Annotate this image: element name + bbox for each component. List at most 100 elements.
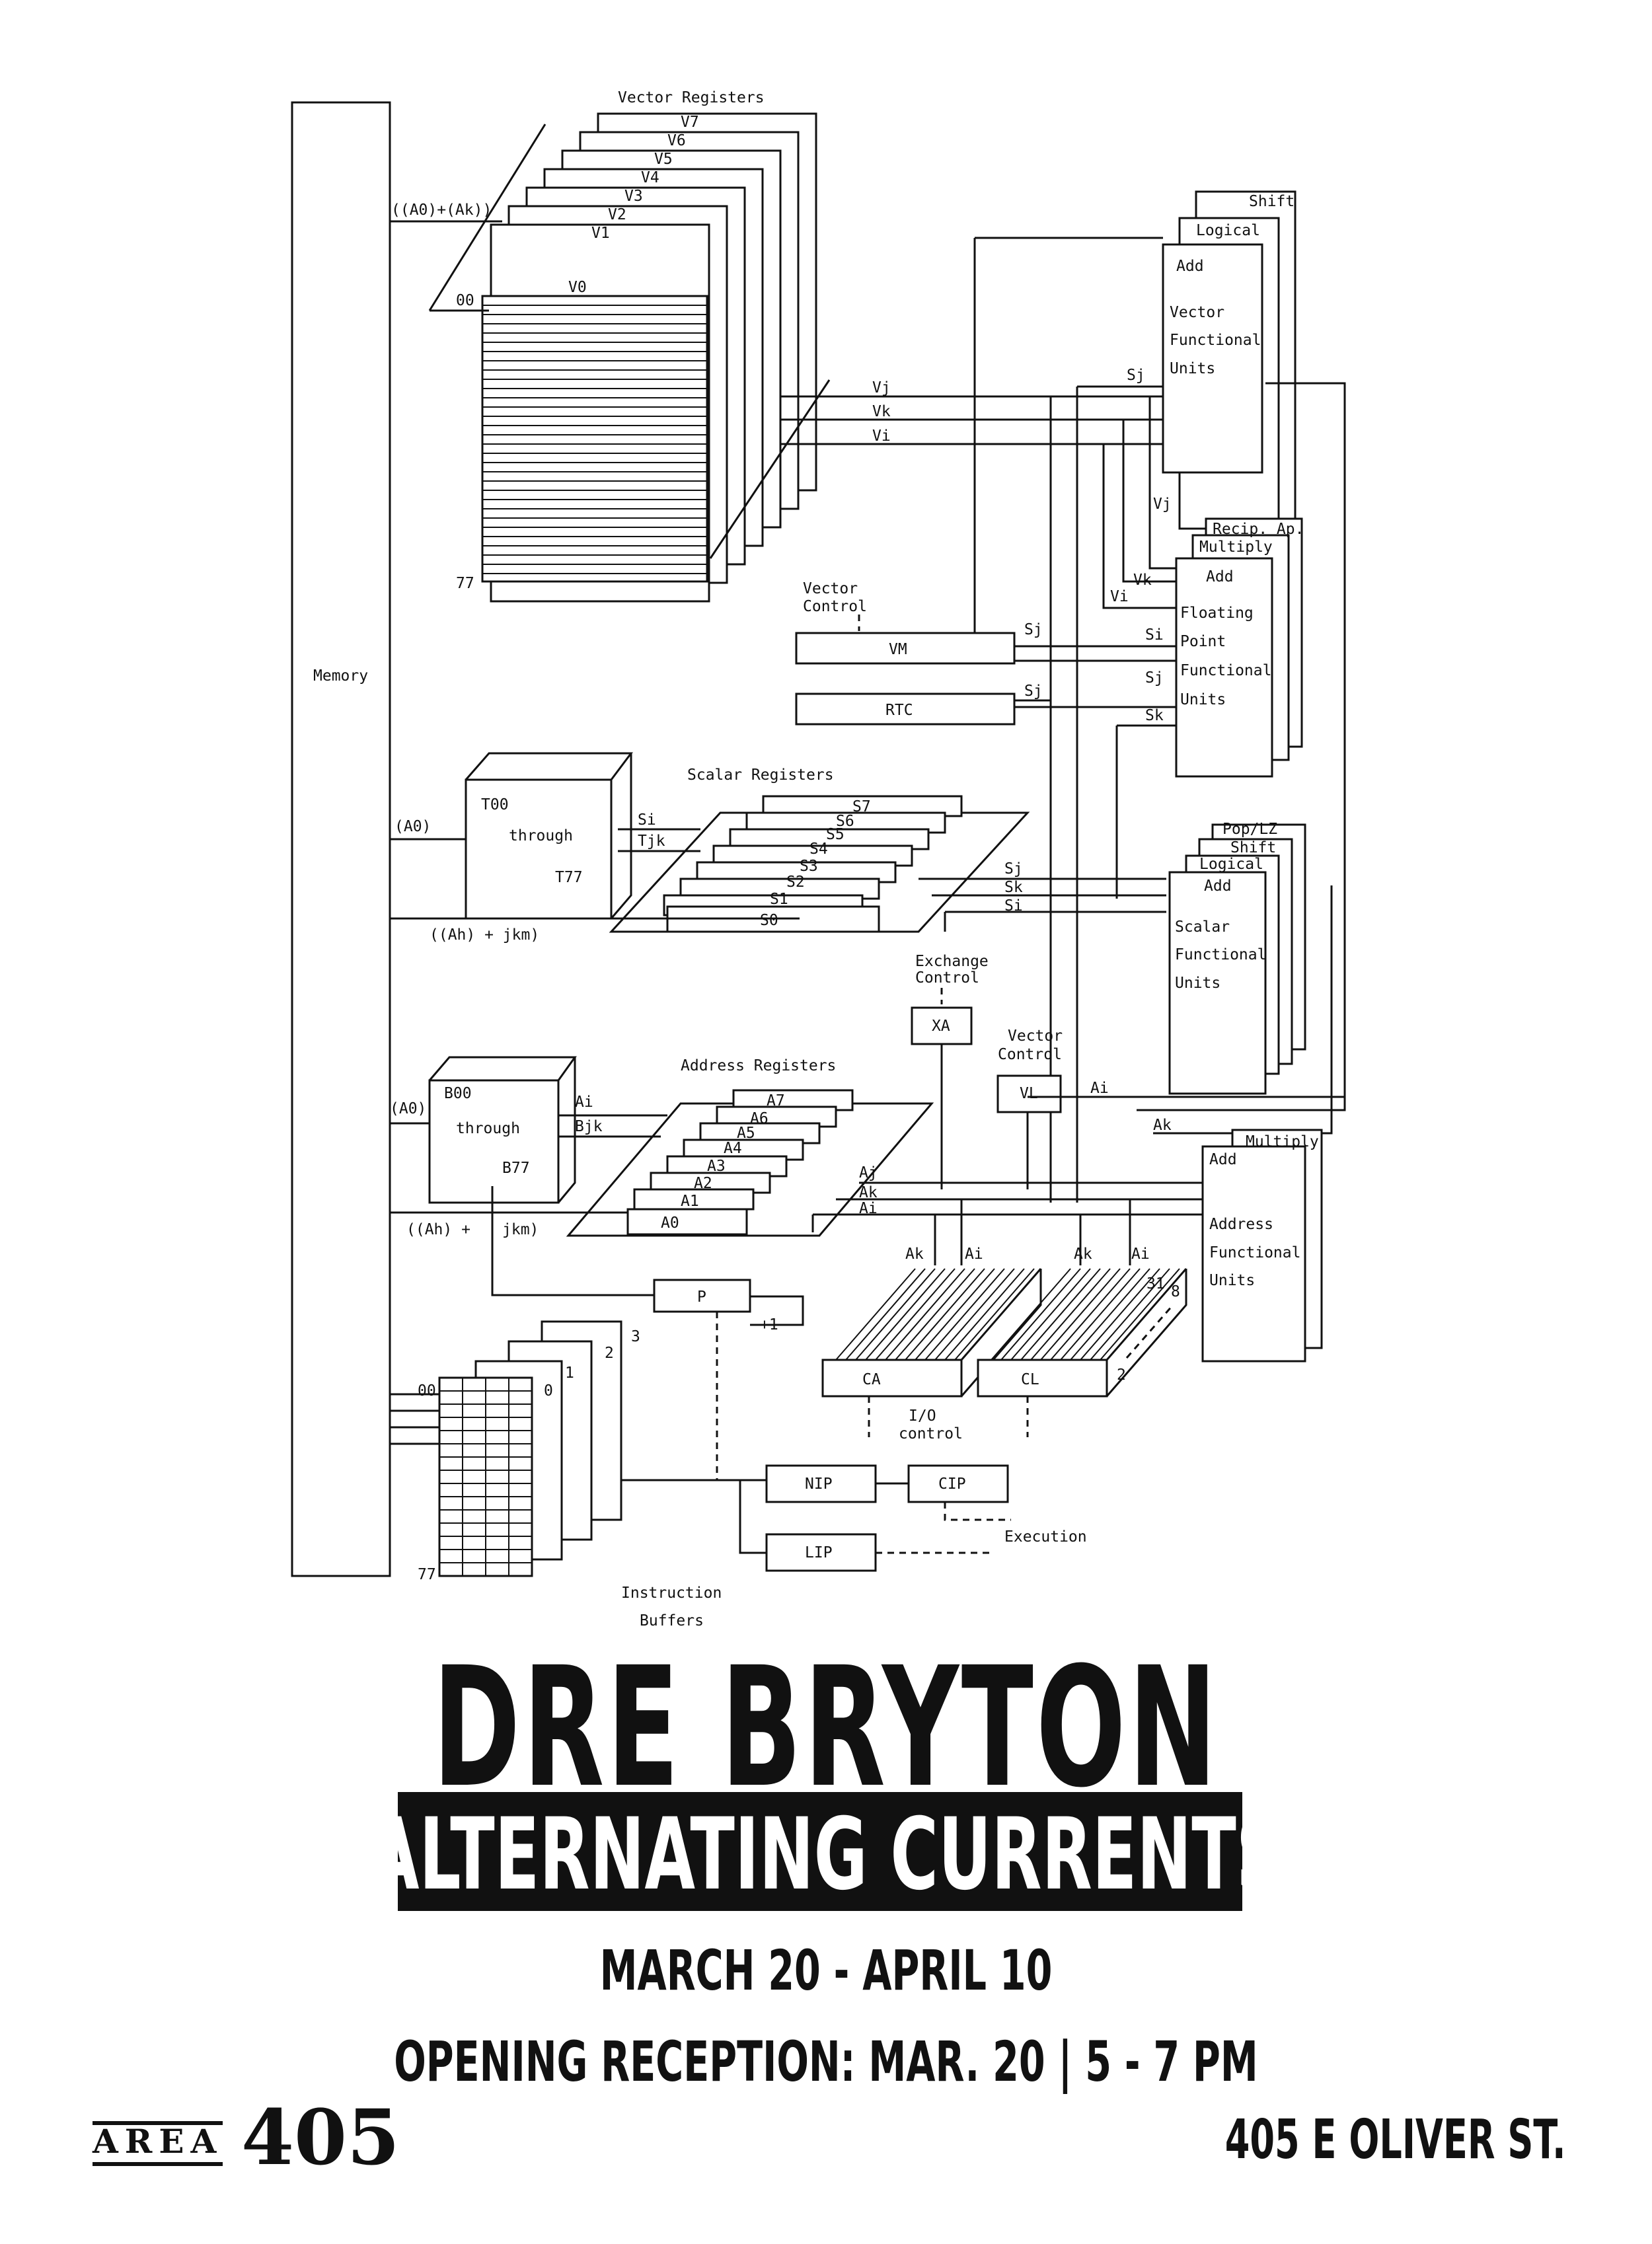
sig-ai: Ai — [859, 1200, 878, 1217]
p-feedback-bus — [491, 1186, 654, 1296]
venue-logo-word: AREA — [93, 2121, 223, 2166]
fpu-sk-bus — [1014, 699, 1176, 899]
memory-label: Memory — [313, 667, 368, 685]
system-diagram: Memory Vector Registers V7 V6 V5 V4 V3 V… — [291, 89, 1346, 1629]
sfu-body-3: Units — [1175, 975, 1220, 992]
sig-sj-rtc: Sj — [1024, 683, 1043, 700]
scalar-registers-title: Scalar Registers — [687, 767, 834, 784]
sig-sk-s: Sk — [1004, 879, 1023, 896]
vreg-v5: V5 — [654, 151, 673, 168]
buffer-2: 2 — [605, 1345, 614, 1362]
cl-channel-stack — [977, 1268, 1187, 1398]
rtc-label: RTC — [885, 702, 913, 719]
areg-a7: A7 — [767, 1092, 785, 1109]
fpu-recip: Recip. Ap. — [1213, 521, 1304, 538]
opening-reception: OPENING RECEPTION: MAR. 20 | 5 - 7 PM — [394, 2029, 1258, 2094]
sig-aj: Aj — [859, 1164, 878, 1181]
rtc-register — [795, 692, 1016, 726]
sig-ahjkm-s: ((Ah) + jkm) — [430, 926, 539, 944]
vector-control-label-1: Vector — [803, 580, 858, 597]
fpu-add: Add — [1206, 568, 1234, 585]
sreg-s2: S2 — [786, 874, 805, 891]
vreg-v4: V4 — [641, 169, 659, 186]
sig-bjk: Bjk — [575, 1118, 603, 1135]
sig-ai-b: Ai — [575, 1094, 593, 1111]
venue-logo-number: 405 — [241, 2093, 400, 2183]
execution-label: Execution — [1004, 1528, 1087, 1546]
sreg-s7: S7 — [852, 798, 871, 815]
sig-ahjkm-a1: ((Ah) + — [406, 1221, 470, 1238]
lip-register — [765, 1533, 877, 1572]
fpu-body-3: Functional — [1180, 662, 1271, 679]
channels-two: 2 — [1117, 1366, 1126, 1384]
buffer-first-index: 00 — [418, 1382, 436, 1400]
vm-register — [795, 632, 1016, 665]
afu-body-3: Units — [1209, 1272, 1255, 1289]
vector-control2-1: Vector — [1008, 1028, 1063, 1045]
ca-channel-stack — [821, 1268, 1042, 1398]
sfu-body-2: Functional — [1175, 946, 1266, 963]
vreg-address-label: ((A0)+(Ak)) — [391, 202, 492, 219]
instruction-buffers — [390, 1320, 622, 1577]
cip-register — [907, 1464, 1009, 1503]
b-block-2: through — [456, 1120, 520, 1137]
vector-functional-units — [1162, 190, 1296, 530]
sig-ak: Ak — [859, 1184, 878, 1201]
b-block-3: B77 — [502, 1160, 530, 1177]
exhibition-dates: MARCH 20 - APRIL 10 — [599, 1938, 1053, 2003]
channels-dash — [1125, 1304, 1174, 1359]
lip-label: LIP — [805, 1544, 833, 1561]
buffer-1: 1 — [565, 1365, 574, 1382]
sig-sj-vm: Sj — [1024, 621, 1043, 638]
fpu-body-4: Units — [1180, 691, 1226, 708]
buffers-label-2: Buffers — [640, 1612, 704, 1629]
memory-block — [291, 101, 391, 1577]
sig-tjk: Tjk — [638, 833, 665, 850]
sig-ai-cl: Ai — [1131, 1246, 1150, 1263]
t-scalar-buses — [618, 828, 700, 852]
scalar-register-stack — [609, 795, 1030, 933]
areg-a6: A6 — [750, 1110, 769, 1127]
sreg-s4: S4 — [809, 841, 828, 858]
sig-si-s: Si — [1004, 897, 1023, 915]
sig-sj-s: Sj — [1004, 860, 1023, 878]
address-register-stack — [566, 1089, 934, 1237]
sfu-poplz: Pop/LZ — [1222, 821, 1277, 838]
artist-name: DRE BRYTON — [432, 1631, 1220, 1824]
vector-buses — [780, 237, 1346, 1203]
floating-point-units — [1175, 517, 1303, 778]
address-functional-units — [1201, 1129, 1323, 1363]
vector-control-label-2: Control — [803, 598, 867, 615]
vfu-add: Add — [1176, 258, 1204, 275]
sfu-shift: Shift — [1230, 839, 1276, 856]
sreg-s5: S5 — [826, 826, 845, 843]
exchange-control-1: Exchange — [915, 953, 989, 970]
vector-register-stack — [428, 112, 831, 603]
sig-ak-cl: Ak — [1074, 1246, 1092, 1263]
sig-vj-2: Vj — [1153, 496, 1172, 513]
areg-a3: A3 — [707, 1158, 726, 1175]
vector-control2-2: Control — [998, 1046, 1062, 1063]
sig-vi-2: Vi — [1110, 588, 1129, 605]
plus-one-label: +1 — [760, 1316, 778, 1333]
sig-ak-ca: Ak — [905, 1246, 924, 1263]
xa-label: XA — [932, 1018, 950, 1035]
sig-vi-1: Vi — [872, 428, 891, 445]
channel-address-buses — [934, 1199, 1131, 1265]
sfu-body-1: Scalar — [1175, 918, 1230, 936]
areg-a1: A1 — [681, 1193, 699, 1210]
sfu-add: Add — [1204, 878, 1232, 895]
fpu-body-1: Floating — [1180, 605, 1254, 622]
scalar-functional-units — [1168, 823, 1306, 1095]
xa-vl-buses — [940, 1044, 1029, 1189]
afu-add: Add — [1209, 1151, 1237, 1168]
vreg-v2: V2 — [608, 206, 626, 223]
scalar-buses — [919, 878, 1166, 932]
address-feedback-buses — [1028, 885, 1345, 1135]
areg-a0: A0 — [661, 1215, 679, 1232]
channels-label: 31 — [1146, 1275, 1165, 1292]
sig-sj-vfu: Sj — [1127, 367, 1145, 384]
sig-vj-1: Vj — [872, 379, 891, 396]
sig-ahjkm-a2: jkm) — [502, 1221, 539, 1238]
b-block-1: B00 — [444, 1085, 472, 1102]
